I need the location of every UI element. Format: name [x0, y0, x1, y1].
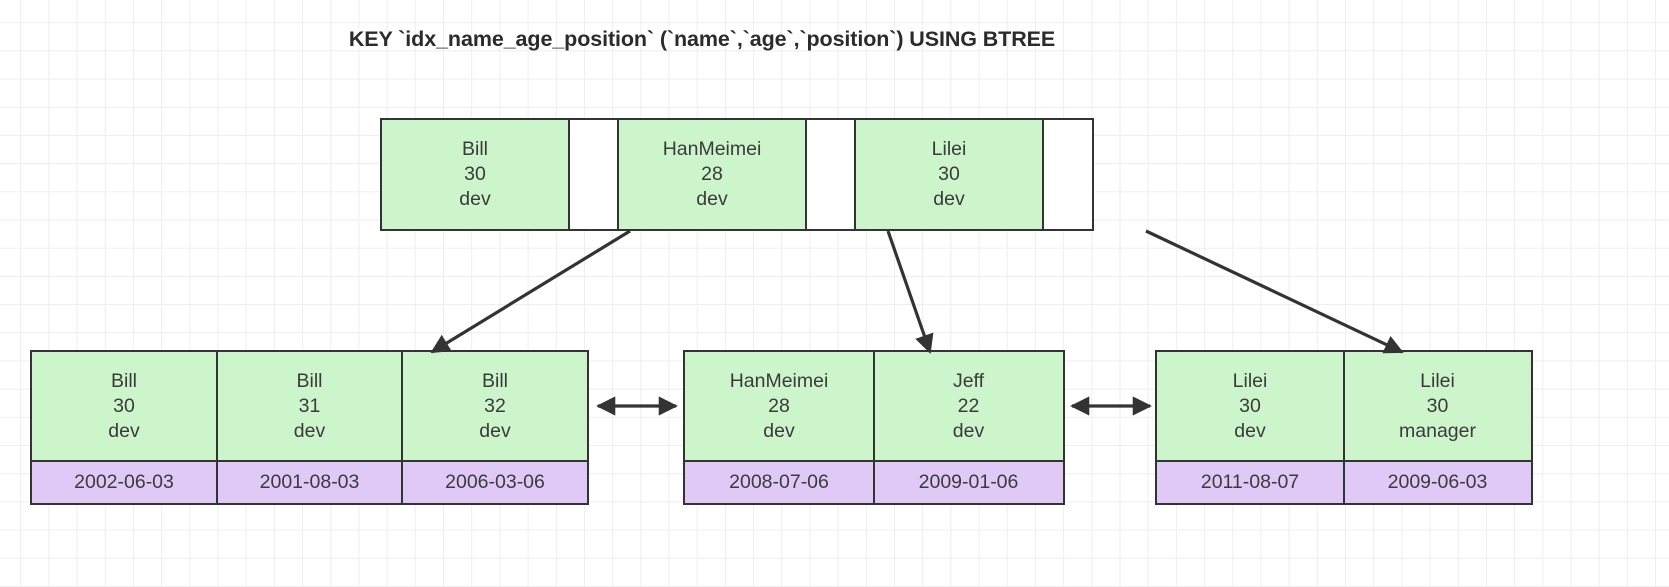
- leaf-3-entry-1-age: 30: [1426, 394, 1449, 417]
- leaf-1-entry-2-position: dev: [479, 419, 511, 442]
- leaf-3-entry-1[interactable]: Lilei 30 manager: [1342, 350, 1533, 462]
- leaf-group-2-date-row: 2008-07-06 2009-01-06: [683, 459, 1065, 505]
- root-node: Bill 30 dev HanMeimei 28 dev Lilei 30 de…: [380, 118, 1094, 231]
- leaf-group-2: HanMeimei 28 dev Jeff 22 dev 2008-07-06 …: [683, 350, 1065, 505]
- root-entry-2[interactable]: Lilei 30 dev: [854, 118, 1044, 231]
- leaf-2-entry-1-name: Jeff: [952, 369, 985, 392]
- leaf-group-2-key-row: HanMeimei 28 dev Jeff 22 dev: [683, 350, 1065, 462]
- root-to-leaf-1-arrow: [430, 229, 631, 354]
- leaf-1-entry-1[interactable]: Bill 31 dev: [215, 350, 404, 462]
- leaf-2-entry-0-name: HanMeimei: [729, 369, 829, 392]
- leaf-3-entry-0[interactable]: Lilei 30 dev: [1155, 350, 1345, 462]
- leaf-2-entry-0[interactable]: HanMeimei 28 dev: [683, 350, 875, 462]
- leaf-group-1-key-row: Bill 30 dev Bill 31 dev Bill 32 dev: [30, 350, 589, 462]
- leaf-1-date-0[interactable]: 2002-06-03: [30, 459, 218, 505]
- root-entry-1[interactable]: HanMeimei 28 dev: [617, 118, 807, 231]
- leaf-1-entry-0-name: Bill: [110, 369, 137, 392]
- leaf-3-entry-0-position: dev: [1234, 419, 1266, 442]
- leaf-1-entry-0[interactable]: Bill 30 dev: [30, 350, 218, 462]
- leaf-1-date-1[interactable]: 2001-08-03: [215, 459, 404, 505]
- leaf-3-entry-0-age: 30: [1239, 394, 1261, 417]
- leaf-group-3-key-row: Lilei 30 dev Lilei 30 manager: [1155, 350, 1533, 462]
- leaf-2-entry-0-age: 28: [768, 394, 790, 417]
- page-title: KEY `idx_name_age_position` (`name`,`age…: [348, 27, 1056, 51]
- root-entry-2-name: Lilei: [931, 138, 967, 160]
- leaf-2-entry-1-position: dev: [952, 419, 985, 442]
- leaf-2-entry-0-position: dev: [763, 419, 795, 442]
- leaf-1-entry-1-age: 31: [298, 394, 321, 417]
- leaf-group-1: Bill 30 dev Bill 31 dev Bill 32 dev 2002…: [30, 350, 589, 505]
- leaf-1-entry-2[interactable]: Bill 32 dev: [401, 350, 589, 462]
- leaf-group-1-date-row: 2002-06-03 2001-08-03 2006-03-06: [30, 459, 589, 505]
- leaf-1-entry-2-age: 32: [484, 394, 506, 417]
- root-entry-2-position: dev: [933, 188, 965, 210]
- leaf-3-entry-0-name: Lilei: [1232, 369, 1268, 392]
- leaf-2-entry-1[interactable]: Jeff 22 dev: [872, 350, 1065, 462]
- leaf-2-date-1[interactable]: 2009-01-06: [872, 459, 1065, 505]
- root-entry-0-age: 30: [464, 163, 486, 185]
- root-entry-0[interactable]: Bill 30 dev: [380, 118, 570, 231]
- root-pointer-2[interactable]: [1041, 118, 1094, 231]
- root-pointer-1[interactable]: [804, 118, 857, 231]
- leaf-3-date-1[interactable]: 2009-06-03: [1342, 459, 1533, 505]
- root-entry-0-position: dev: [459, 188, 491, 210]
- root-entry-1-position: dev: [696, 188, 728, 210]
- leaf-1-entry-1-name: Bill: [296, 369, 323, 392]
- root-entry-1-age: 28: [701, 163, 723, 185]
- leaf-1-date-2[interactable]: 2006-03-06: [401, 459, 589, 505]
- root-entry-2-age: 30: [938, 163, 960, 185]
- root-entry-0-name: Bill: [461, 138, 488, 160]
- leaf-3-date-0[interactable]: 2011-08-07: [1155, 459, 1345, 505]
- leaf-3-entry-1-name: Lilei: [1420, 369, 1455, 392]
- leaf-1-entry-0-age: 30: [113, 394, 135, 417]
- leaf-group-3: Lilei 30 dev Lilei 30 manager 2011-08-07…: [1155, 350, 1533, 505]
- leaf-2-entry-1-age: 22: [957, 394, 980, 417]
- leaf-2-date-0[interactable]: 2008-07-06: [683, 459, 875, 505]
- leaf-1-entry-2-name: Bill: [481, 369, 508, 392]
- leaf-1-entry-0-position: dev: [108, 419, 140, 442]
- leaf-3-entry-1-position: manager: [1399, 419, 1476, 442]
- leaf-1-entry-1-position: dev: [293, 419, 326, 442]
- leaf-group-3-date-row: 2011-08-07 2009-06-03: [1155, 459, 1533, 505]
- root-pointer-0[interactable]: [567, 118, 620, 231]
- root-to-leaf-2-arrow: [886, 230, 934, 354]
- root-to-leaf-3-arrow: [1145, 229, 1404, 354]
- root-entry-1-name: HanMeimei: [662, 138, 762, 160]
